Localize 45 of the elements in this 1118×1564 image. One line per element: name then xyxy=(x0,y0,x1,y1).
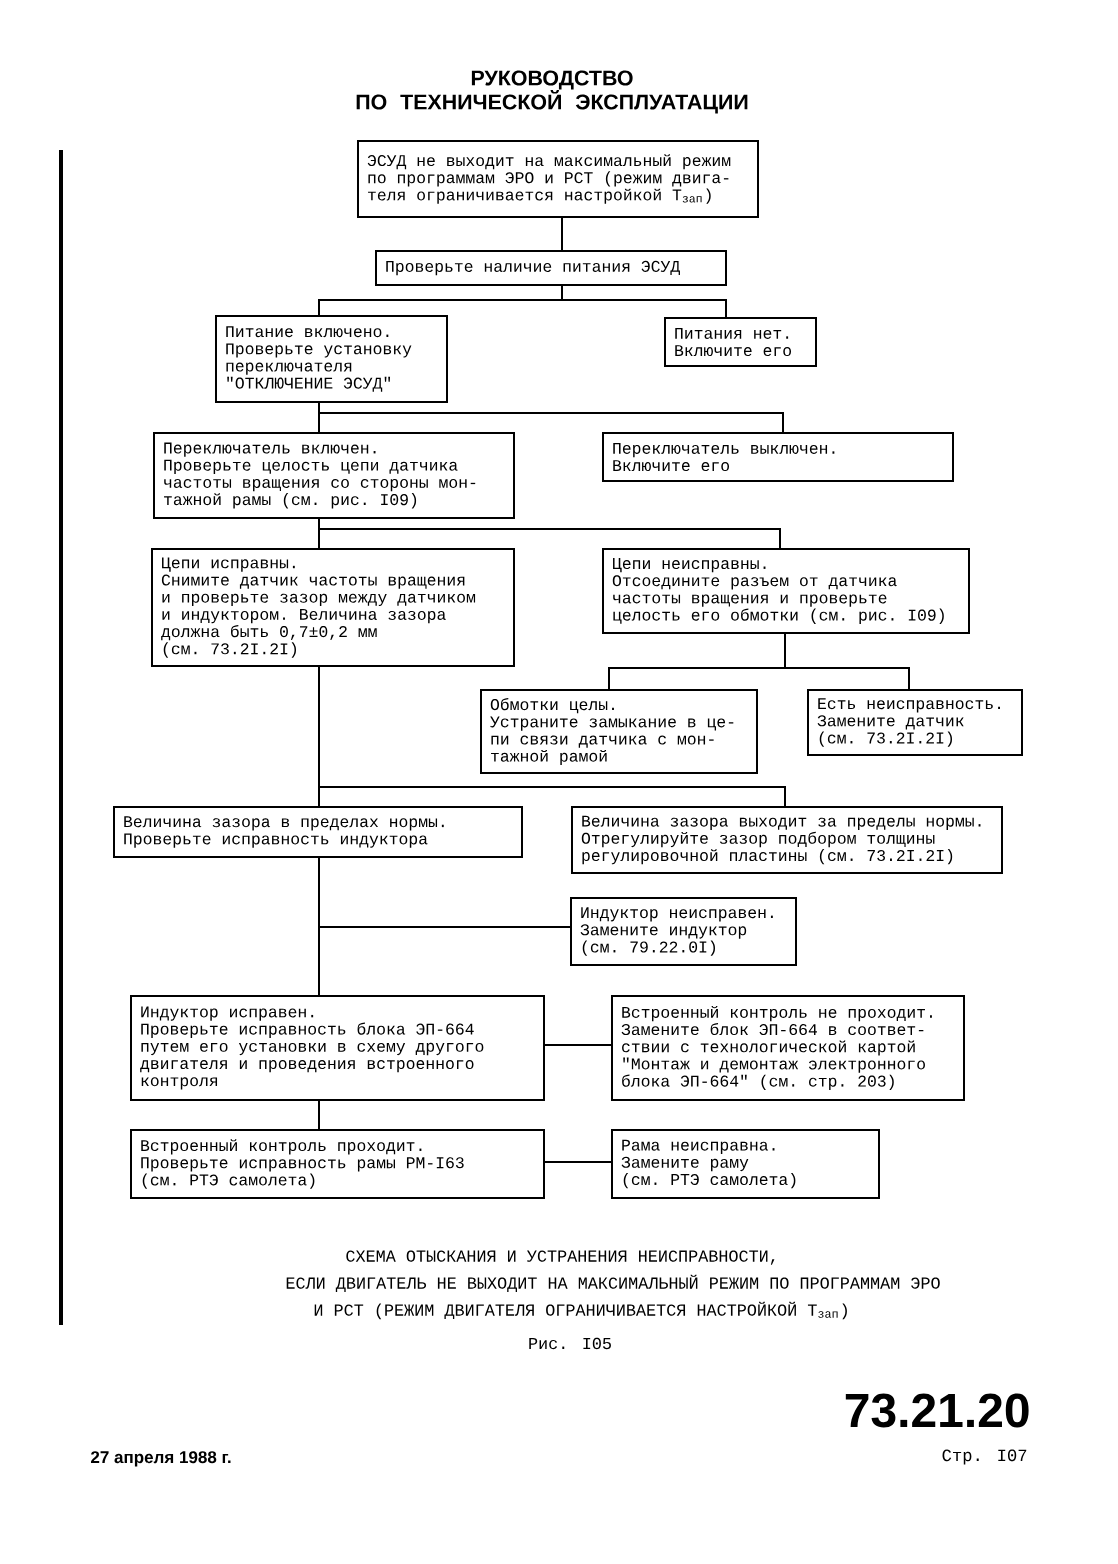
connector-line xyxy=(318,299,563,316)
connector-line xyxy=(318,412,784,433)
connector-line xyxy=(318,402,320,414)
step-box: Есть неисправность. Замените датчик (см. 73.2I.2I) xyxy=(807,689,1023,756)
connector-line xyxy=(318,926,320,996)
connector-line xyxy=(561,217,563,251)
date: 27 апреля 1988 г. xyxy=(91,1451,231,1467)
connector-line xyxy=(318,666,320,788)
step-box: Встроенный контроль не проходит. Замените блок ЭП-664 в соответ- ствии с технологической картой "Монтаж и демонтаж электронного блока ЭП-664" (см. стр. 203) xyxy=(611,995,965,1101)
step-box: Индуктор исправен. Проверьте исправность блока ЭП-664 путем его установки в схему другого двигателя и проведения встроенного контроля xyxy=(130,995,545,1101)
connector-line xyxy=(544,1044,612,1046)
page-title: РУКОВОДСТВО ПО ТЕХНИЧЕСКОЙ ЭКСПЛУАТАЦИИ xyxy=(356,70,748,114)
step-box: Переключатель включен. Проверьте целость цепи датчика частоты вращения со стороны мон- тажной рамы (см. рис. I09) xyxy=(153,432,515,519)
connector-line xyxy=(318,518,320,530)
step-box: Величина зазора выходит за пределы нормы. Отрегулируйте зазор подбором толщины регулировочной пластины (см. 73.2I.2I) xyxy=(571,806,1003,874)
page-number: Стр. I07 xyxy=(942,1449,1027,1465)
connector-line xyxy=(544,1161,612,1163)
figure-number: Рис. I05 xyxy=(529,1337,611,1350)
connector-line xyxy=(318,528,781,549)
connector-line xyxy=(561,285,563,301)
connector-line xyxy=(318,528,320,549)
connector-line xyxy=(318,786,320,807)
connector-line xyxy=(608,667,786,690)
connector-line xyxy=(561,299,727,318)
step-box: ЭСУД не выходит на максимальный режим по программам ЭРО и РСТ (режим двига- теля ограничивается настройкой Т$_{зап}$) xyxy=(357,140,759,218)
step-box: Рама неисправна. Замените раму (см. РТЭ самолета) xyxy=(611,1129,880,1199)
connector-line xyxy=(318,926,571,928)
figure-caption: СХЕМА ОТЫСКАНИЯ И УСТРАНЕНИЯ НЕИСПРАВНОСТИ, ЕСЛИ ДВИГАТЕЛЬ НЕ ВЫХОДИТ НА МАКСИМАЛЬНЫЙ РЕЖИМ ПО ПРОГРАММАМ ЭРО И РСТ (РЕЖИМ ДВИГАТЕЛЯ ОГРАНИЧИВАЕТСЯ НАСТРОЙКОЙ Т$_{зап}$) xyxy=(286,1250,940,1320)
connector-line xyxy=(318,412,320,433)
step-box: Индуктор неисправен. Замените индуктор (см. 79.22.0I) xyxy=(570,897,797,966)
step-box: Проверьте наличие питания ЭСУД xyxy=(375,250,727,286)
step-box: Цепи исправны. Снимите датчик частоты вращения и проверьте зазор между датчиком и индуктором. Величина зазора должна быть 0,7±0,2 мм (см. 73.2I.2I) xyxy=(151,548,515,667)
step-box: Величина зазора в пределах нормы. Проверьте исправность индуктора xyxy=(113,806,523,858)
connector-line xyxy=(784,667,910,690)
step-box: Встроенный контроль проходит. Проверьте исправность рамы РМ-I63 (см. РТЭ самолета) xyxy=(130,1129,545,1199)
section-number: 73.21.20 xyxy=(845,1393,1029,1428)
connector-line xyxy=(318,857,320,928)
step-box: Обмотки целы. Устраните замыкание в це- пи связи датчика с мон- тажной рамой xyxy=(480,689,758,774)
connector-line xyxy=(318,1100,320,1130)
step-box: Питания нет. Включите его xyxy=(664,317,817,367)
connector-line xyxy=(784,633,786,669)
connector-line xyxy=(318,786,786,807)
step-box: Цепи неисправны. Отсоедините разъем от датчика частоты вращения и проверьте целость его обмотки (см. рис. I09) xyxy=(602,548,970,634)
step-box: Питание включено. Проверьте установку переключателя "ОТКЛЮЧЕНИЕ ЭСУД" xyxy=(215,315,448,403)
step-box: Переключатель выключен. Включите его xyxy=(602,432,954,482)
